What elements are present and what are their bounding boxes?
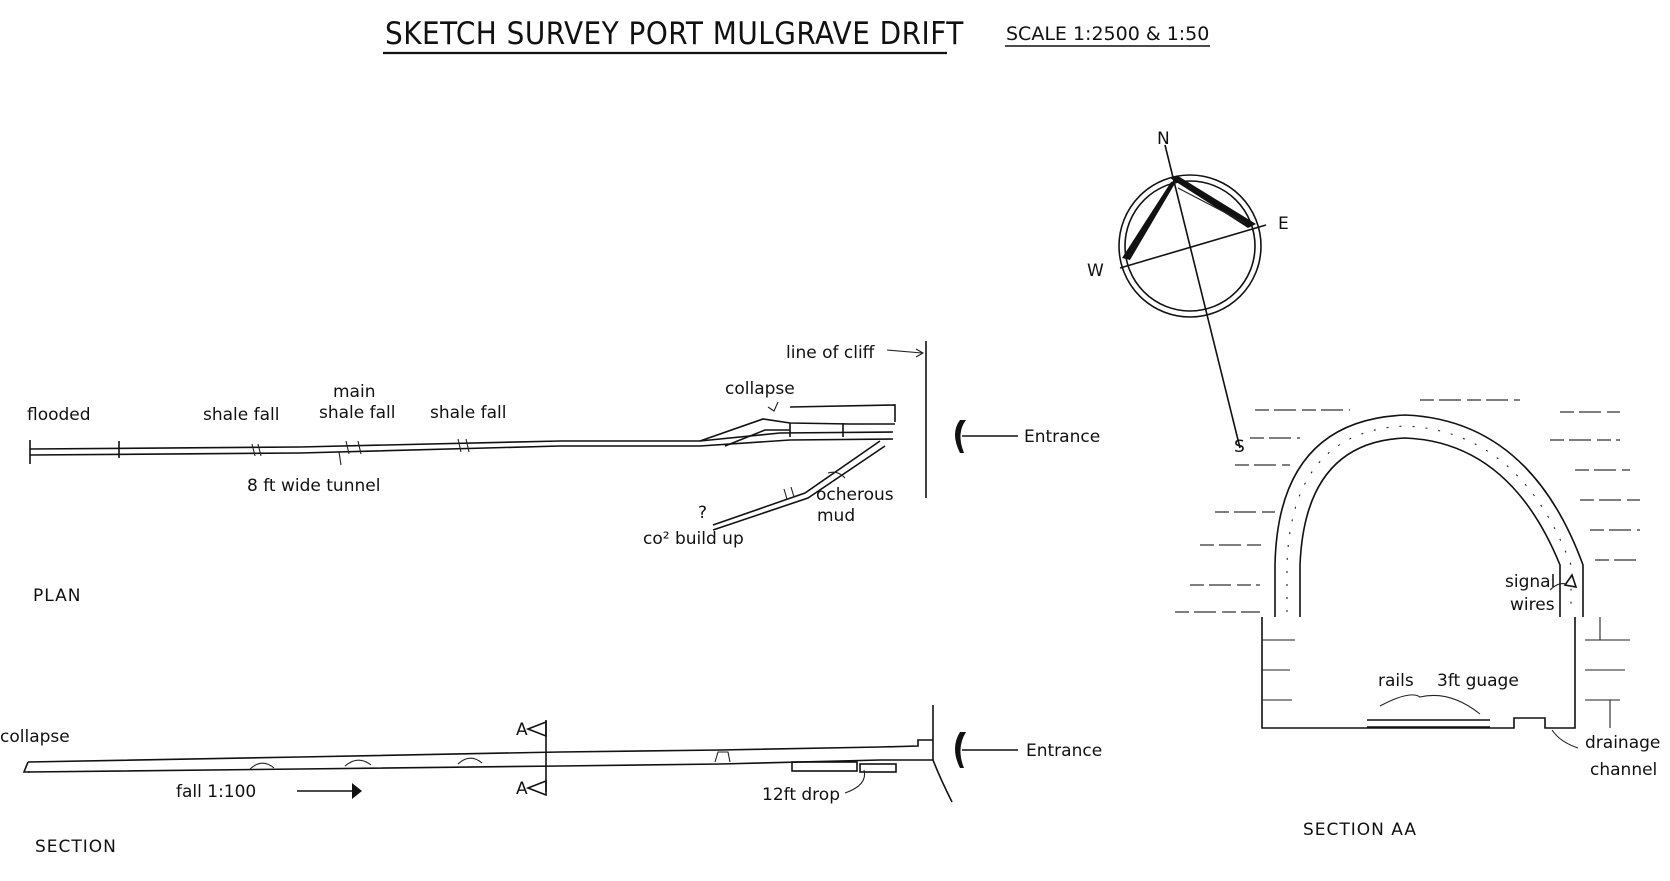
section-aa: signal wires rails 3ft guage drainage ch… [1175,399,1660,840]
label-a-bottom: A [516,779,528,799]
section-roof [27,739,933,763]
label-question: ? [698,503,707,523]
title-block: SKETCH SURVEY PORT MULGRAVE DRIFT SCALE … [383,16,1210,55]
strata-6 [1190,559,1640,586]
plan-upper-branch-inner [724,429,790,447]
plan-adit-walls [789,423,844,437]
compass-rose: N E S W [1087,129,1289,457]
label-drainage: drainage [1585,733,1660,753]
strata-3 [1235,464,1630,471]
tunnel-floor [1261,617,1560,729]
plan-shale-fall-mark-2 [345,440,362,455]
section-collapse-end [22,761,30,773]
section-cut-arrow-bottom [525,779,547,797]
compass-east-inner [1177,187,1246,224]
section-floor [27,759,933,773]
strata-2 [1250,437,1620,441]
label-a-top: A [516,720,528,740]
label-rails: rails [1378,671,1414,691]
plan-tunnel-top-wall [29,431,894,450]
plan-collapse-block [789,404,896,422]
page-title: SKETCH SURVEY PORT MULGRAVE DRIFT [385,16,964,52]
section-aa-caption: SECTION AA [1303,820,1417,840]
plan-tunnel-pointer [338,451,342,466]
drainage-pointer [1551,729,1579,749]
plan-tunnel-bottom-wall [29,438,894,456]
plan-ocherous-pointer [827,471,846,479]
compass-east-needle [1170,176,1256,228]
label-ocherous: ocherous [816,485,894,505]
section-drop-pointer [844,769,866,794]
label-mud: mud [817,506,855,526]
label-gauge: 3ft guage [1437,671,1519,691]
compass-ns-axis [1164,144,1241,449]
compass-n-label: N [1157,129,1170,149]
plan-lower-branch-top [712,440,881,526]
label-wires: wires [1510,595,1555,615]
signal-wires-bracket [1563,573,1578,589]
label-shale-fall-2: shale fall [430,403,506,423]
section-shale-falls [249,751,731,770]
plan-lower-branch-bottom [712,445,886,531]
label-tunnel: 8 ft wide tunnel [247,476,380,496]
plan-entrance-marker [955,420,966,453]
label-section-entrance: Entrance [1026,741,1102,761]
wall-blocks [1262,617,1630,728]
section-fall-arrowhead [352,783,362,799]
label-co2: co² build up [643,529,744,549]
scale-text: SCALE 1:2500 & 1:50 [1006,23,1209,45]
section-caption: SECTION [35,837,117,857]
label-drop: 12ft drop [762,785,840,805]
section-entrance-marker [955,732,966,768]
strata-4 [1215,499,1640,513]
plan-cliff-pointer [886,348,925,358]
label-signal: signal [1505,572,1555,592]
label-main: main [333,382,375,402]
label-channel: channel [1590,760,1657,780]
section-cliff-base [932,759,953,803]
plan-shale-fall-mark-1 [251,443,262,457]
compass-inner-ring [1124,180,1256,312]
plan-collapse-pointer [767,401,779,412]
label-main-shale-fall: shale fall [319,403,395,423]
compass-west-needle [1122,180,1177,260]
label-fall: fall 1:100 [176,782,256,802]
arch-outer [1274,414,1584,617]
section-drop-lower [859,763,897,773]
label-collapse: collapse [725,379,795,399]
section-view: collapse fall 1:100 A A 12ft drop Entran… [0,705,1102,857]
compass-e-label: E [1278,214,1289,234]
compass-we-axis [1119,224,1267,269]
label-line-of-cliff: line of cliff [786,343,876,363]
plan-lower-branch-mark [783,486,795,500]
label-plan-entrance: Entrance [1024,427,1100,447]
compass-w-label: W [1087,261,1104,281]
section-drop-upper [791,761,858,772]
plan-shale-fall-mark-3 [457,438,470,453]
strata-1 [1255,399,1620,413]
rails-pointers [1379,694,1481,715]
plan-caption: PLAN [33,586,81,606]
label-shale-fall-1: shale fall [203,405,279,425]
signal-wires-pointer [1549,583,1567,591]
section-cut-arrow-top [525,720,547,738]
right-wall-line [1560,617,1576,729]
strata-5 [1200,529,1640,546]
compass-outer-ring [1118,174,1262,318]
label-section-collapse: collapse [0,727,70,747]
label-flooded: flooded [27,405,91,425]
compass-s-label: S [1234,437,1245,457]
plan-view: flooded shale fall main shale fall shale… [27,341,1100,606]
arch-inner [1299,437,1561,617]
